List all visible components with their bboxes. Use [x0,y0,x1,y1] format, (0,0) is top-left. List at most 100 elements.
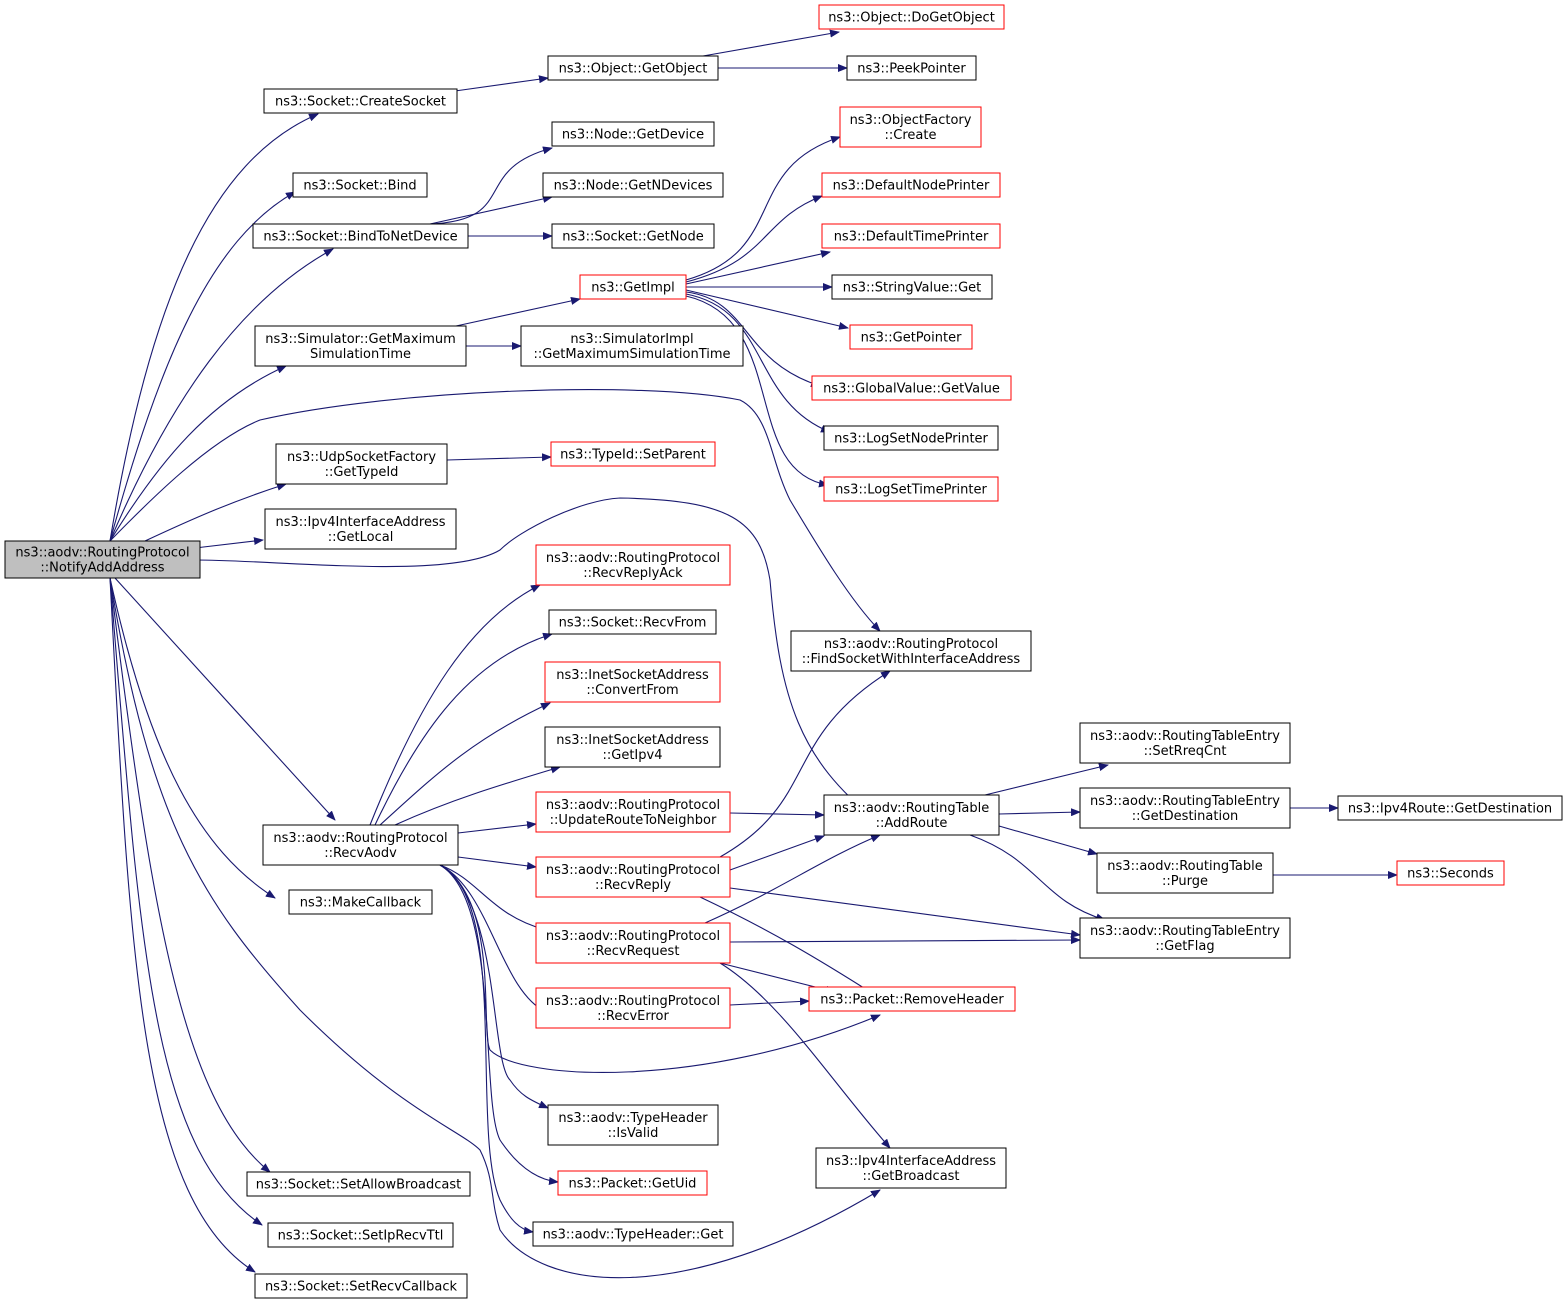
node-box [254,1273,468,1299]
node-box [254,325,467,367]
function-node[interactable]: ns3::aodv::RoutingProtocol::RecvReplyAck [535,544,731,586]
function-node[interactable]: ns3::Socket::Bind [292,172,428,198]
function-node[interactable]: ns3::Node::GetNDevices [542,172,724,198]
node-box [821,223,1001,249]
node-box [535,544,731,586]
function-node[interactable]: ns3::aodv::RoutingProtocol::RecvReply [535,856,731,898]
node-label: ns3::aodv::RoutingProtocol [273,831,447,846]
function-node[interactable]: ns3::aodv::RoutingProtocol::RecvRequest [535,922,731,964]
function-node[interactable]: ns3::TypeId::SetParent [550,441,716,467]
function-node[interactable]: ns3::aodv::RoutingTableEntry::SetRreqCnt [1079,722,1291,764]
node-label: SimulationTime [310,347,411,362]
function-node[interactable]: ns3::Socket::BindToNetDevice [252,223,469,249]
function-node[interactable]: ns3::Simulator::GetMaximumSimulationTime [254,325,467,367]
function-node[interactable]: ns3::Ipv4Route::GetDestination [1337,795,1563,821]
call-edge [729,887,1081,938]
function-node[interactable]: ns3::StringValue::Get [831,274,993,300]
call-edge [446,453,552,462]
node-label: ns3::PeekPointer [857,62,966,77]
node-label: ns3::Node::GetDevice [562,128,704,143]
function-node[interactable]: ns3::aodv::RoutingProtocol::RecvAodv [262,824,459,866]
function-node[interactable]: ns3::aodv::TypeHeader::Get [532,1221,734,1247]
function-node[interactable]: ns3::Socket::SetIpRecvTtl [267,1222,454,1248]
function-node[interactable]: ns3::aodv::RoutingProtocol::FindSocketWi… [790,630,1032,672]
function-node[interactable]: ns3::DefaultNodePrinter [821,172,1001,198]
function-node[interactable]: ns3::Ipv4InterfaceAddress::GetLocal [264,508,457,550]
function-node[interactable]: ns3::Packet::RemoveHeader [808,986,1016,1012]
function-node[interactable]: ns3::Seconds [1396,860,1505,886]
call-edge [114,577,336,821]
call-edge [109,577,256,1273]
function-node[interactable]: ns3::aodv::RoutingTable::AddRoute [823,794,1000,836]
function-node[interactable]: ns3::Packet::GetUid [557,1170,708,1196]
function-node[interactable]: ns3::GetImpl [579,274,687,300]
call-edge [194,537,264,549]
function-node[interactable]: ns3::Object::GetObject [547,55,719,81]
node-label: ns3::Packet::GetUid [569,1177,697,1192]
node-label: ns3::UdpSocketFactory [287,450,436,465]
node-label: ns3::aodv::RoutingProtocol [546,798,720,813]
call-edge [719,670,891,858]
function-node[interactable]: ns3::aodv::RoutingProtocol::RecvError [535,987,731,1029]
function-node[interactable]: ns3::Socket::CreateSocket [263,88,458,114]
call-edge [685,295,829,488]
call-edge [144,482,287,542]
call-edge [109,365,287,542]
function-node[interactable]: ns3::LogSetNodePrinter [823,425,999,451]
node-box [1079,917,1291,959]
call-edge [379,702,551,826]
node-label: ns3::Socket::CreateSocket [275,95,446,110]
node-label: ::RecvAodv [324,846,397,861]
function-node[interactable]: ns3::GetPointer [849,324,973,350]
function-node[interactable]: ns3::PeekPointer [846,55,977,81]
function-node[interactable]: ns3::SimulatorImpl::GetMaximumSimulation… [520,325,744,367]
function-node[interactable]: ns3::Socket::SetAllowBroadcast [246,1171,471,1197]
call-edge [984,763,1109,796]
node-box [288,889,433,915]
node-label: ns3::Socket::SetIpRecvTtl [278,1229,444,1244]
node-label: ns3::Socket::SetRecvCallback [265,1280,458,1295]
call-edge [685,195,823,283]
node-label: ns3::GetPointer [861,331,962,346]
function-node[interactable]: ns3::LogSetTimePrinter [823,476,999,502]
node-label: ns3::aodv::RoutingTable [834,801,989,816]
node-box [823,425,999,451]
function-node[interactable]: ns3::Ipv4InterfaceAddress::GetBroadcast [815,1147,1007,1189]
function-node[interactable]: ns3::Socket::SetRecvCallback [254,1273,468,1299]
function-node[interactable]: ns3::aodv::RoutingTableEntry::GetFlag [1079,917,1291,959]
function-node[interactable]: ns3::aodv::RoutingProtocol::UpdateRouteT… [535,791,731,833]
function-node[interactable]: ns3::Socket::GetNode [551,223,715,249]
node-label: ns3::Node::GetNDevices [554,179,713,194]
call-edge [685,291,821,388]
function-node[interactable]: ns3::InetSocketAddress::GetIpv4 [544,726,721,768]
node-box [246,1171,471,1197]
node-label: ns3::Object::DoGetObject [828,11,995,26]
call-edge [457,821,537,834]
node-label: ns3::aodv::RoutingProtocol [824,637,998,652]
function-node[interactable]: ns3::MakeCallback [288,889,433,915]
function-node[interactable]: ns3::DefaultTimePrinter [821,223,1001,249]
function-node[interactable]: ns3::InetSocketAddress::ConvertFrom [544,661,721,703]
function-node[interactable]: ns3::Object::DoGetObject [818,4,1005,30]
call-edge [109,113,319,542]
function-node[interactable]: ns3::UdpSocketFactory::GetTypeId [275,443,448,485]
node-label: ::RecvError [597,1009,669,1024]
node-label: ::NotifyAddAddress [40,561,164,576]
function-node[interactable]: ns3::aodv::TypeHeader::IsValid [547,1104,719,1146]
node-box [520,325,744,367]
function-node[interactable]: ns3::GlobalValue::GetValue [811,375,1012,401]
node-box [1337,795,1563,821]
node-label: ns3::Socket::BindToNetDevice [263,230,457,245]
function-node[interactable]: ns3::aodv::RoutingTableEntry::GetDestina… [1079,787,1291,829]
function-node[interactable]: ns3::Node::GetDevice [551,121,715,147]
node-box [579,274,687,300]
call-edge [685,136,841,281]
function-node[interactable]: ns3::aodv::RoutingTable::Purge [1096,852,1274,894]
node-label: ns3::ObjectFactory [850,113,972,128]
function-node[interactable]: ns3::Socket::RecvFrom [548,609,717,635]
node-label: ns3::aodv::RoutingTableEntry [1090,729,1280,744]
node-box [275,443,448,485]
function-node[interactable]: ns3::ObjectFactory::Create [839,106,982,148]
call-edge [109,389,881,632]
